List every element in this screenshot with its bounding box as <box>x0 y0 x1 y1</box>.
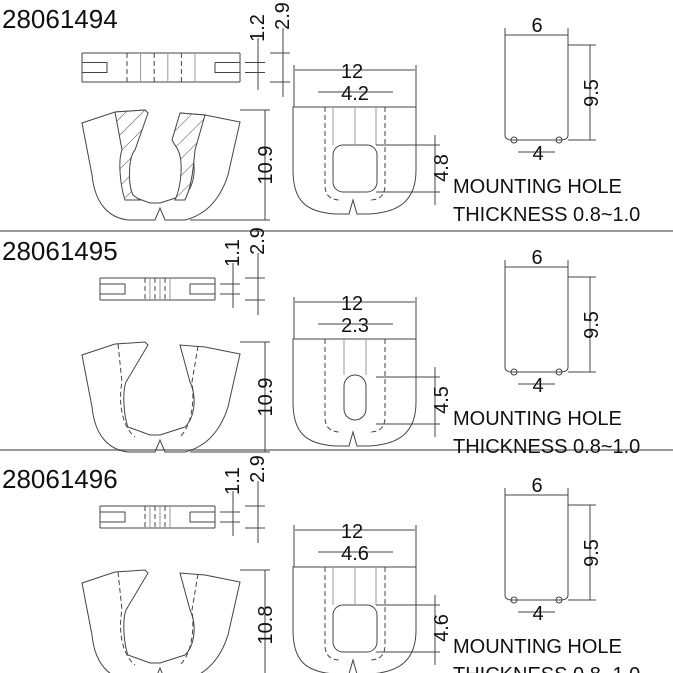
hole-dimension: 4.5 <box>431 386 453 414</box>
mount-height-dimension: 9.5 <box>581 79 603 107</box>
front-view <box>292 338 417 447</box>
width-dimension: 12 <box>341 521 363 543</box>
side-view <box>81 109 241 221</box>
side-view <box>81 341 241 453</box>
note-mounting-hole: MOUNTING HOLE <box>453 176 622 198</box>
front-view <box>292 106 417 215</box>
width-dimension: 12 <box>341 61 363 83</box>
note-mounting-hole: MOUNTING HOLE <box>453 636 622 658</box>
top-view <box>99 505 240 529</box>
side-view <box>81 569 241 673</box>
slot-dimension: 1.2 <box>247 14 269 42</box>
mount-height-dimension: 9.5 <box>581 311 603 339</box>
square-hole <box>332 604 378 653</box>
thickness-dimension: 2.9 <box>247 227 269 255</box>
part-number: 28061494 <box>2 4 118 34</box>
hole-dimension: 4.6 <box>431 614 453 642</box>
mount-height-dimension: 9.5 <box>581 539 603 567</box>
slot-hole <box>343 374 367 421</box>
mounting-hole-view <box>504 45 569 144</box>
hole-dimension: 4.8 <box>431 154 453 182</box>
slot-dimension: 1.1 <box>222 467 244 495</box>
top-view <box>81 52 265 83</box>
mount-width-dimension: 6 <box>531 15 542 37</box>
inner-width-dimension: 4.2 <box>341 83 369 105</box>
width-dimension: 12 <box>341 293 363 315</box>
note-thickness: THICKNESS 0.8~1.0 <box>453 436 640 458</box>
note-thickness: THICKNESS 0.8~1.0 <box>453 204 640 226</box>
part-number: 28061496 <box>2 464 118 494</box>
mounting-hole-view <box>504 277 569 376</box>
thickness-dimension: 2.9 <box>272 2 294 30</box>
mount-bottom-dimension: 4 <box>532 143 543 165</box>
height-dimension: 10.9 <box>255 146 277 185</box>
height-dimension: 10.9 <box>255 378 277 417</box>
mount-width-dimension: 6 <box>531 475 542 497</box>
mount-bottom-dimension: 4 <box>532 375 543 397</box>
mounting-hole-view <box>504 505 569 604</box>
mount-bottom-dimension: 4 <box>532 603 543 625</box>
inner-width-dimension: 2.3 <box>341 315 369 337</box>
slot-dimension: 1.1 <box>222 239 244 267</box>
mount-width-dimension: 6 <box>531 247 542 269</box>
front-view <box>292 566 417 673</box>
square-hole <box>332 144 378 193</box>
note-mounting-hole: MOUNTING HOLE <box>453 408 622 430</box>
thickness-dimension: 2.9 <box>247 455 269 483</box>
inner-width-dimension: 4.6 <box>341 543 369 565</box>
height-dimension: 10.8 <box>255 606 277 645</box>
note-thickness: THICKNESS 0.8~1.0 <box>453 664 640 673</box>
top-view <box>99 277 240 301</box>
part-number: 28061495 <box>2 236 118 266</box>
